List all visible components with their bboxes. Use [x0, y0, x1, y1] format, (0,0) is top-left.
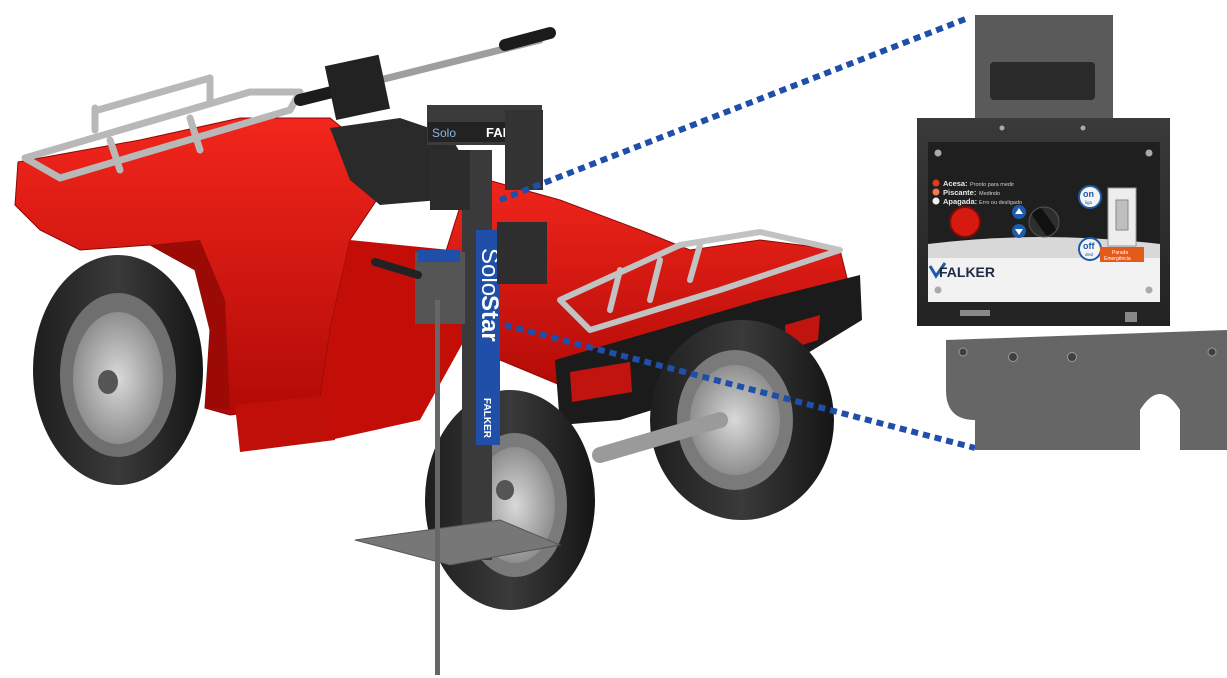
probe-rod [435, 300, 440, 675]
legend-term-blink: Piscante: [943, 188, 976, 197]
legend-desc-blink: Medindo [979, 191, 1000, 197]
front-rack [557, 229, 843, 333]
off-button-label: off [1083, 241, 1095, 251]
fender-shadow [150, 240, 230, 410]
panel-brand-label: FALKER [939, 264, 995, 280]
red-status-button[interactable] [949, 206, 981, 238]
housing-window [990, 62, 1095, 100]
handlebar [294, 27, 556, 121]
front-left-wheel [425, 390, 595, 610]
legend-desc-on: Pronto para medir [970, 182, 1014, 188]
legend-term-on: Acesa: [943, 179, 968, 188]
legend-dot-off [932, 197, 940, 205]
on-button-sub: liga [1085, 200, 1093, 205]
control-panel-detail: Acesa: Pronto para medir Piscante: Medin… [917, 15, 1227, 450]
mounting-bracket [946, 330, 1227, 450]
tail-light-left [570, 362, 632, 402]
bracket-bolts [958, 347, 1217, 362]
on-button-label: on [1083, 189, 1094, 199]
callout-lines [498, 15, 976, 451]
emergency-label-bg [1100, 247, 1144, 262]
connector-left [960, 310, 990, 316]
knob-grip [1032, 208, 1056, 236]
legend-term-off: Apagada: [943, 197, 977, 206]
rear-left-wheel [33, 255, 203, 485]
callout-line-bottom [504, 322, 976, 451]
emergency-switch-lever [1115, 199, 1129, 231]
legend-dot-blink [932, 188, 940, 196]
axle [592, 412, 728, 463]
callout-line-top [498, 15, 970, 203]
mast-decal [476, 230, 500, 445]
upper-bracket [430, 150, 470, 210]
side-box [505, 110, 543, 190]
product-name-part2: Star [476, 295, 503, 342]
falker-logo-icon [928, 262, 947, 279]
motor-box [497, 222, 547, 284]
legend-desc-off: Erro ou desligado [979, 200, 1022, 206]
connector-right [1125, 312, 1137, 322]
up-arrow-icon [1015, 208, 1023, 214]
on-button[interactable] [1078, 185, 1102, 209]
emergency-label-line1: Parada [1112, 250, 1128, 256]
legend-dot-on [932, 179, 940, 187]
side-handle [371, 258, 422, 279]
emergency-label-line2: Emergência [1104, 256, 1131, 262]
off-button-sub: desl [1085, 252, 1093, 257]
panel-screws [934, 125, 1153, 294]
product-mini-label: Solo [432, 126, 456, 140]
mast-brand-label: FALKER [481, 398, 492, 439]
solostar-penetrometer: FALKER Solo Solo Star FALKER [354, 105, 562, 675]
footrest [235, 395, 335, 452]
control-box-top [418, 250, 460, 262]
down-arrow-icon [1015, 229, 1023, 235]
front-right-wheel [650, 320, 834, 520]
foot-plate [354, 519, 562, 566]
